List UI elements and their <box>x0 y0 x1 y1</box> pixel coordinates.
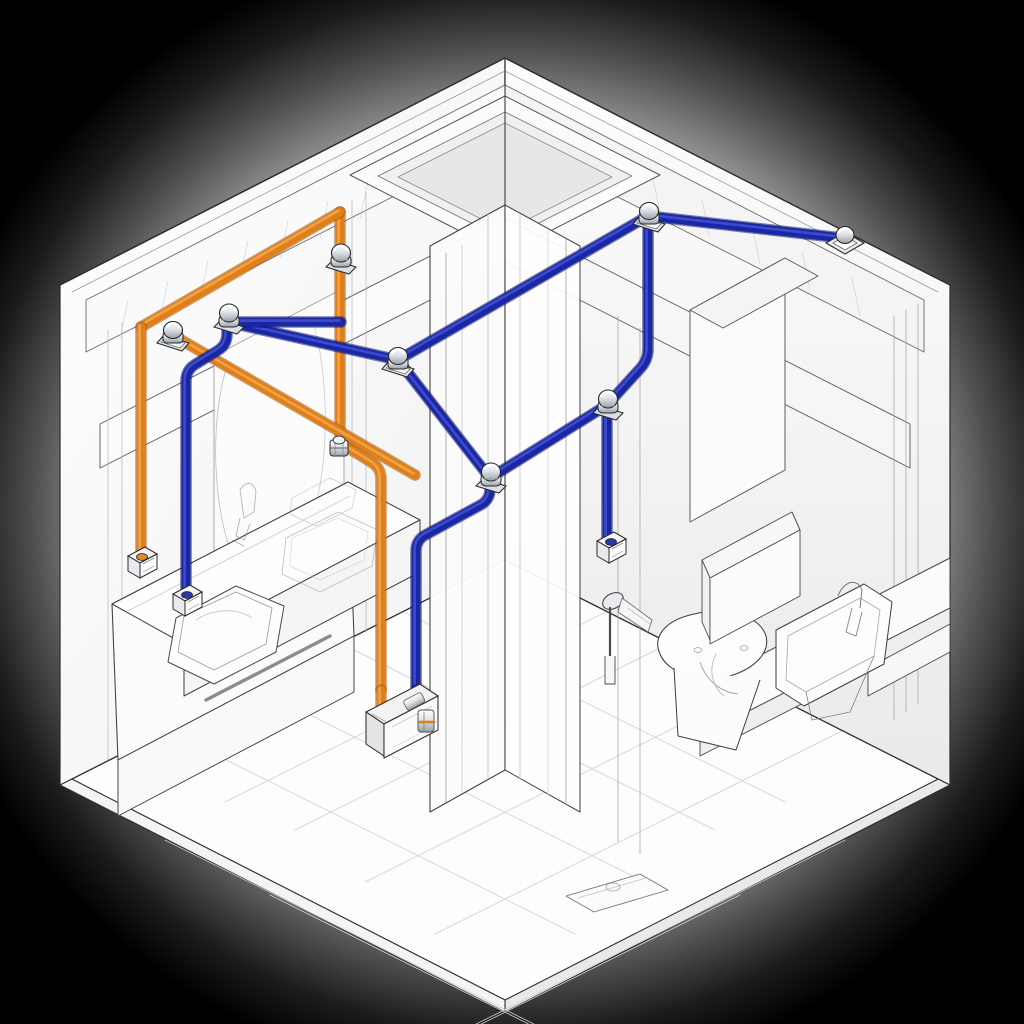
valve-fitting[interactable]: Valve fitting — right wall tee <box>592 389 624 421</box>
pipe-run[interactable]: Cold mid branch <box>221 316 347 328</box>
pipe-run[interactable]: Hot drop to wall outlet <box>135 321 147 559</box>
valve-fitting[interactable]: Valve fitting — spine centre <box>381 346 415 378</box>
valve-fitting[interactable]: Inline valve on hot branch <box>329 435 349 457</box>
basin-reflection <box>281 477 379 593</box>
valve-fitting[interactable]: Valve fitting — spine tee <box>213 303 245 335</box>
valve-fitting[interactable]: Valve fitting — wall bracket left <box>156 320 190 352</box>
pipe-terminal[interactable]: Cold outlet at shower valve <box>595 531 628 564</box>
room-shell <box>59 57 951 1024</box>
shower-head <box>602 592 653 685</box>
valve-fitting[interactable]: Valve fitting — low diagonal elbow <box>475 462 507 494</box>
valve-fitting[interactable]: Valve fitting — ceiling junction left <box>325 243 357 275</box>
pipe-terminal[interactable]: Cold outlet at basin mixer <box>171 584 204 617</box>
pipe-terminal[interactable]: Hot wall outlet box (left wall) <box>126 546 159 579</box>
fixtures-layer <box>111 287 893 913</box>
hot-water-pipes[interactable]: Hot riser to ceilingHot ceiling run left… <box>135 206 421 712</box>
faucet-sketch <box>231 483 257 547</box>
valve-fitting[interactable]: Valve fitting — corner high <box>632 201 666 233</box>
right-alcove-top <box>689 257 819 329</box>
bidet <box>775 581 893 721</box>
pipe-fittings[interactable]: Valve fitting — ceiling junction leftVal… <box>156 201 866 494</box>
pipe-run[interactable]: Cold run to far corner <box>642 210 848 244</box>
shower-glass-panel <box>504 204 581 813</box>
pipe-run[interactable]: Hot feed into manifold <box>375 684 387 712</box>
wall-top-trim-left <box>59 57 506 286</box>
pipe-run[interactable]: Cold branch to riser <box>484 399 613 484</box>
valve-fitting[interactable]: Valve fitting — far corner terminal <box>824 225 866 255</box>
floor-drain <box>565 873 669 913</box>
basin <box>167 585 285 685</box>
pipe-terminals[interactable]: Hot wall outlet box (left wall) Cold outl… <box>126 531 628 735</box>
wall-top-trim-right <box>504 57 951 286</box>
cistern <box>701 511 801 645</box>
manifold[interactable] <box>364 683 440 759</box>
pipe-run[interactable]: Cold drop to basin <box>180 316 233 604</box>
pipe-run[interactable]: Hot ceiling run left <box>135 206 346 333</box>
door-jamb <box>867 623 951 697</box>
